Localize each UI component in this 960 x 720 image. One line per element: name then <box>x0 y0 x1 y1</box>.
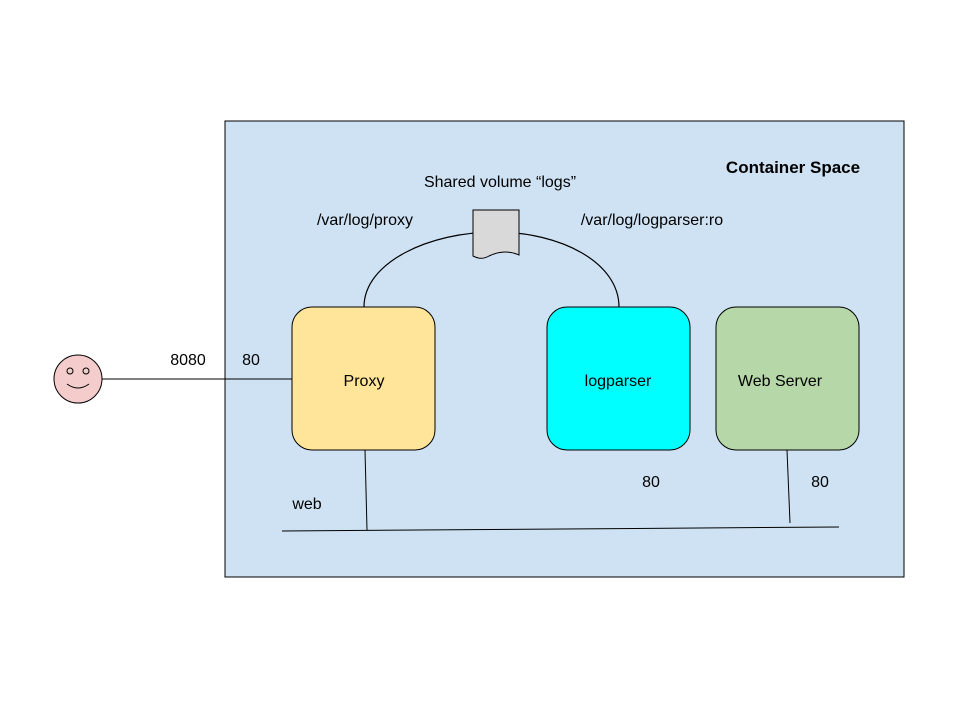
host-port-label: 8080 <box>170 352 206 369</box>
logparser-node-label: logparser <box>585 373 652 390</box>
proxy-node <box>291 306 436 451</box>
logparser-mount-path: /var/log/logparser:ro <box>581 212 723 229</box>
shared-volume-label: Shared volume “logs” <box>424 174 576 191</box>
proxy-port-label: 80 <box>242 352 260 369</box>
webserver-node-label: Web Server <box>738 373 823 390</box>
proxy-node-label: Proxy <box>344 373 385 390</box>
container-space-title: Container Space <box>726 158 860 177</box>
webserver-network-link <box>786 449 791 524</box>
webserver-port-label: 80 <box>811 474 829 491</box>
document-icon <box>472 209 520 259</box>
logparser-node <box>546 306 691 451</box>
proxy-network-link <box>364 449 368 531</box>
smiley-face-icon <box>53 354 103 404</box>
logparser-port-label: 80 <box>642 474 660 491</box>
proxy-mount-path: /var/log/proxy <box>317 212 413 229</box>
web-network-line <box>281 526 840 532</box>
web-network-label: web <box>291 496 321 513</box>
